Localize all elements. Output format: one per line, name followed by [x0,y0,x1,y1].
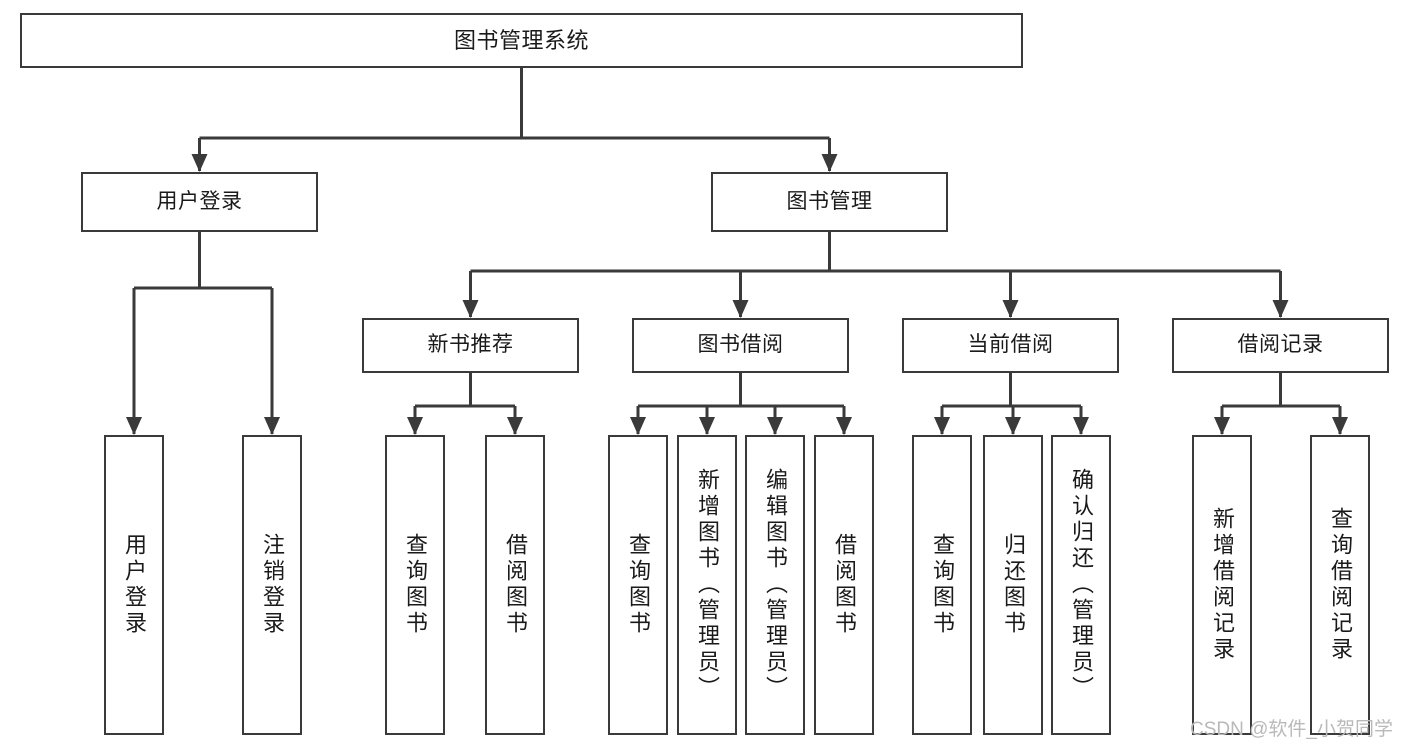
node-label: 图书管理 [786,189,873,213]
node-label: 图书管理系统 [453,27,589,53]
edge-arrowhead [699,417,715,435]
node-label: 编辑图书（管理员） [763,468,788,702]
edge-arrowhead [126,417,142,435]
node-leaf-cur-1[interactable]: 查询图书 [912,435,972,735]
edge-arrowhead [821,154,838,172]
node-leaf-new-1[interactable]: 查询图书 [385,435,445,735]
node-borrow[interactable]: 图书借阅 [632,318,849,373]
edge-arrowhead [1005,417,1021,435]
edge-arrowhead [1073,417,1089,435]
node-label: 查询借阅记录 [1328,507,1353,663]
edge-arrowhead [630,417,646,435]
node-leaf-cur-2[interactable]: 归还图书 [983,435,1043,735]
edge-arrowhead [1272,300,1289,318]
edge-arrowhead [767,417,783,435]
node-leaf-bor-3[interactable]: 编辑图书（管理员） [745,435,805,735]
node-label: 新书推荐 [427,333,514,357]
node-label: 用户登录 [122,533,147,637]
node-label: 借阅图书 [832,533,857,637]
node-leaf-new-2[interactable]: 借阅图书 [485,435,545,735]
edge-arrowhead [1332,417,1348,435]
node-label: 确认归还（管理员） [1069,468,1094,702]
node-label: 借阅图书 [503,533,528,637]
node-label: 查询图书 [626,533,651,637]
node-label: 用户登录 [156,189,243,213]
node-leaf-rec-1[interactable]: 新增借阅记录 [1192,435,1252,735]
edge-arrowhead [191,154,208,172]
edge-arrowhead [732,300,749,318]
node-leaf-bor-2[interactable]: 新增图书（管理员） [677,435,737,735]
node-leaf-bor-4[interactable]: 借阅图书 [814,435,874,735]
edge-arrowhead [264,417,280,435]
edge-arrowhead [462,300,479,318]
node-label: 查询图书 [403,533,428,637]
node-current[interactable]: 当前借阅 [902,318,1119,373]
node-label: 归还图书 [1001,533,1026,637]
node-bookmgmt[interactable]: 图书管理 [711,172,948,232]
node-leaf-login-1[interactable]: 用户登录 [104,435,164,735]
node-label: 新增借阅记录 [1210,507,1235,663]
node-label: 查询图书 [930,533,955,637]
node-label: 新增图书（管理员） [695,468,720,702]
node-leaf-rec-2[interactable]: 查询借阅记录 [1310,435,1370,735]
edge-arrowhead [1002,300,1019,318]
edge-arrowhead [407,417,423,435]
node-newbook[interactable]: 新书推荐 [362,318,579,373]
edge-arrowhead [507,417,523,435]
node-login[interactable]: 用户登录 [81,172,318,232]
node-leaf-login-2[interactable]: 注销登录 [242,435,302,735]
node-leaf-bor-1[interactable]: 查询图书 [608,435,668,735]
node-root[interactable]: 图书管理系统 [20,13,1023,68]
node-label: 注销登录 [260,533,285,637]
node-label: 当前借阅 [967,333,1054,357]
node-label: 借阅记录 [1237,333,1324,357]
node-label: 图书借阅 [697,333,784,357]
node-leaf-cur-3[interactable]: 确认归还（管理员） [1051,435,1111,735]
edge-arrowhead [836,417,852,435]
node-records[interactable]: 借阅记录 [1172,318,1389,373]
edge-arrowhead [934,417,950,435]
edge-arrowhead [1214,417,1230,435]
